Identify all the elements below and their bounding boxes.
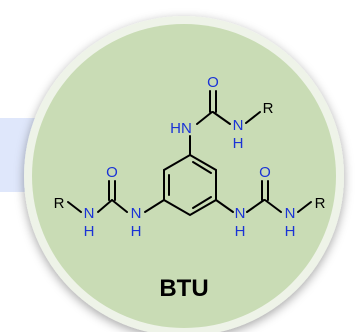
molecule-name-label: BTU bbox=[159, 275, 208, 302]
right-h2-label: H bbox=[285, 223, 296, 240]
bond-right-n-r bbox=[297, 201, 312, 213]
bond-top-c-n bbox=[212, 111, 231, 125]
bond-ring-left-nh bbox=[144, 199, 165, 213]
left-n2-label: N bbox=[131, 205, 142, 222]
right-r-label: R bbox=[315, 195, 326, 212]
top-n-label: N bbox=[233, 117, 244, 134]
right-h-label: H bbox=[235, 223, 246, 240]
right-carbonyl-oxygen: O bbox=[259, 164, 271, 181]
top-carbonyl-oxygen: O bbox=[207, 74, 219, 91]
top-h-label: H bbox=[233, 135, 244, 152]
bond-top-nh-c bbox=[196, 111, 213, 125]
left-carbonyl-oxygen: O bbox=[106, 164, 118, 181]
ring-double-bond-1 bbox=[192, 161, 212, 174]
left-h2-label: H bbox=[131, 223, 142, 240]
ring-double-bond-2 bbox=[192, 196, 212, 209]
top-r-label: R bbox=[263, 100, 274, 117]
bond-ring-right-nh bbox=[215, 199, 234, 213]
top-nh-label: HN bbox=[170, 120, 192, 137]
bond-top-n-r bbox=[245, 111, 261, 124]
right-n2-label: N bbox=[285, 205, 296, 222]
benzene-ring bbox=[163, 153, 217, 217]
bond-left-n-r bbox=[67, 201, 82, 213]
right-n-label: N bbox=[235, 205, 246, 222]
left-r-label: R bbox=[54, 195, 65, 212]
left-h-label: H bbox=[84, 223, 95, 240]
bond-left-c-n bbox=[97, 199, 113, 213]
circle-inner bbox=[32, 24, 336, 328]
bonds bbox=[67, 90, 312, 217]
bond-right-c-n bbox=[264, 199, 282, 213]
bond-right-nh-c bbox=[246, 199, 265, 213]
bond-left-nh-c bbox=[111, 199, 128, 213]
left-n-label: N bbox=[84, 205, 95, 222]
